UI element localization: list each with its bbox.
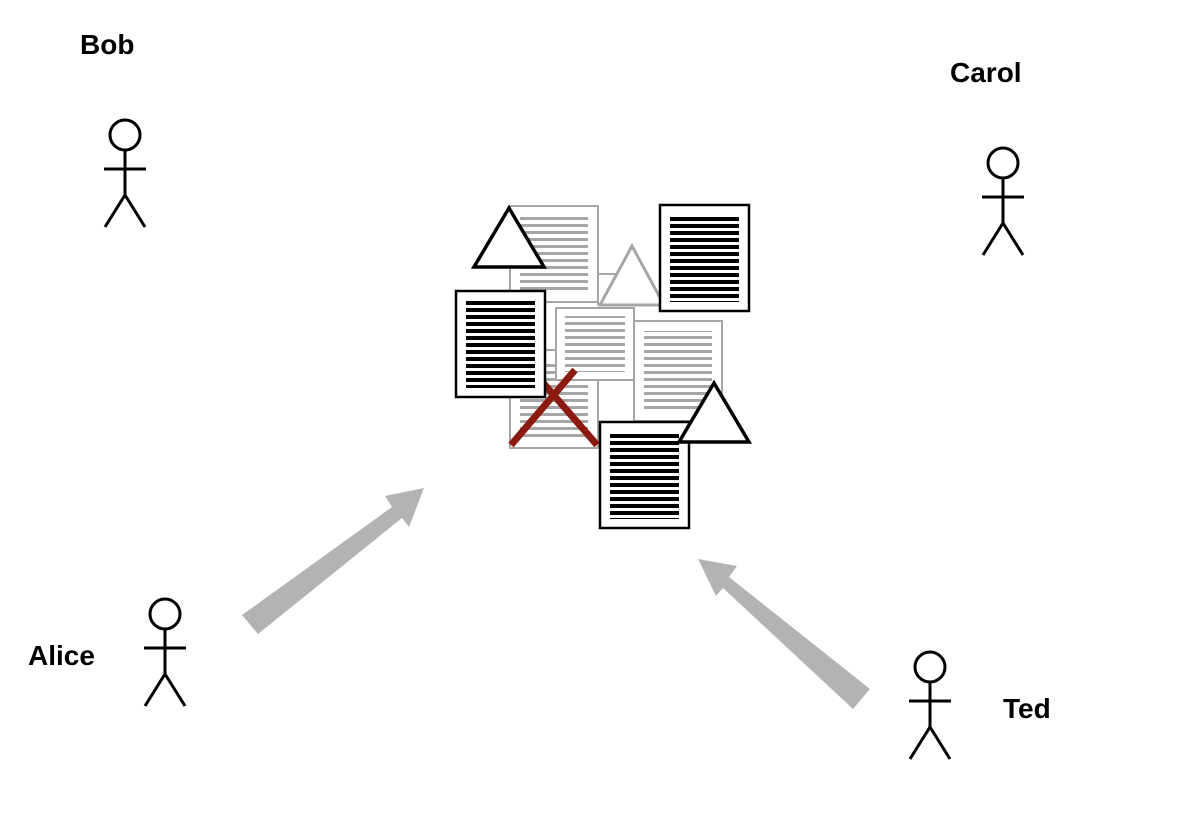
- triangle-icon: [675, 379, 753, 444]
- stick-figure-icon-alice: [143, 597, 187, 707]
- faded-document-icon: [633, 320, 723, 422]
- document-icon: [598, 420, 691, 530]
- actor-label-bob: Bob: [80, 29, 134, 60]
- triangle-icon: [470, 204, 548, 269]
- document-icon: [454, 289, 547, 399]
- arrow-icon-ted: [698, 559, 870, 709]
- faded-triangle-icon: [597, 242, 667, 307]
- document-icon: [658, 203, 751, 313]
- faded-document-icon: [555, 307, 635, 381]
- actor-label-alice: Alice: [28, 640, 95, 671]
- stick-figure-icon-bob: [103, 118, 147, 228]
- actor-label-carol: Carol: [950, 57, 1022, 88]
- stick-figure-icon-carol: [981, 146, 1025, 256]
- arrow-icon-alice: [242, 488, 424, 634]
- stick-figure-icon-ted: [908, 650, 952, 760]
- actor-label-ted: Ted: [1003, 693, 1051, 724]
